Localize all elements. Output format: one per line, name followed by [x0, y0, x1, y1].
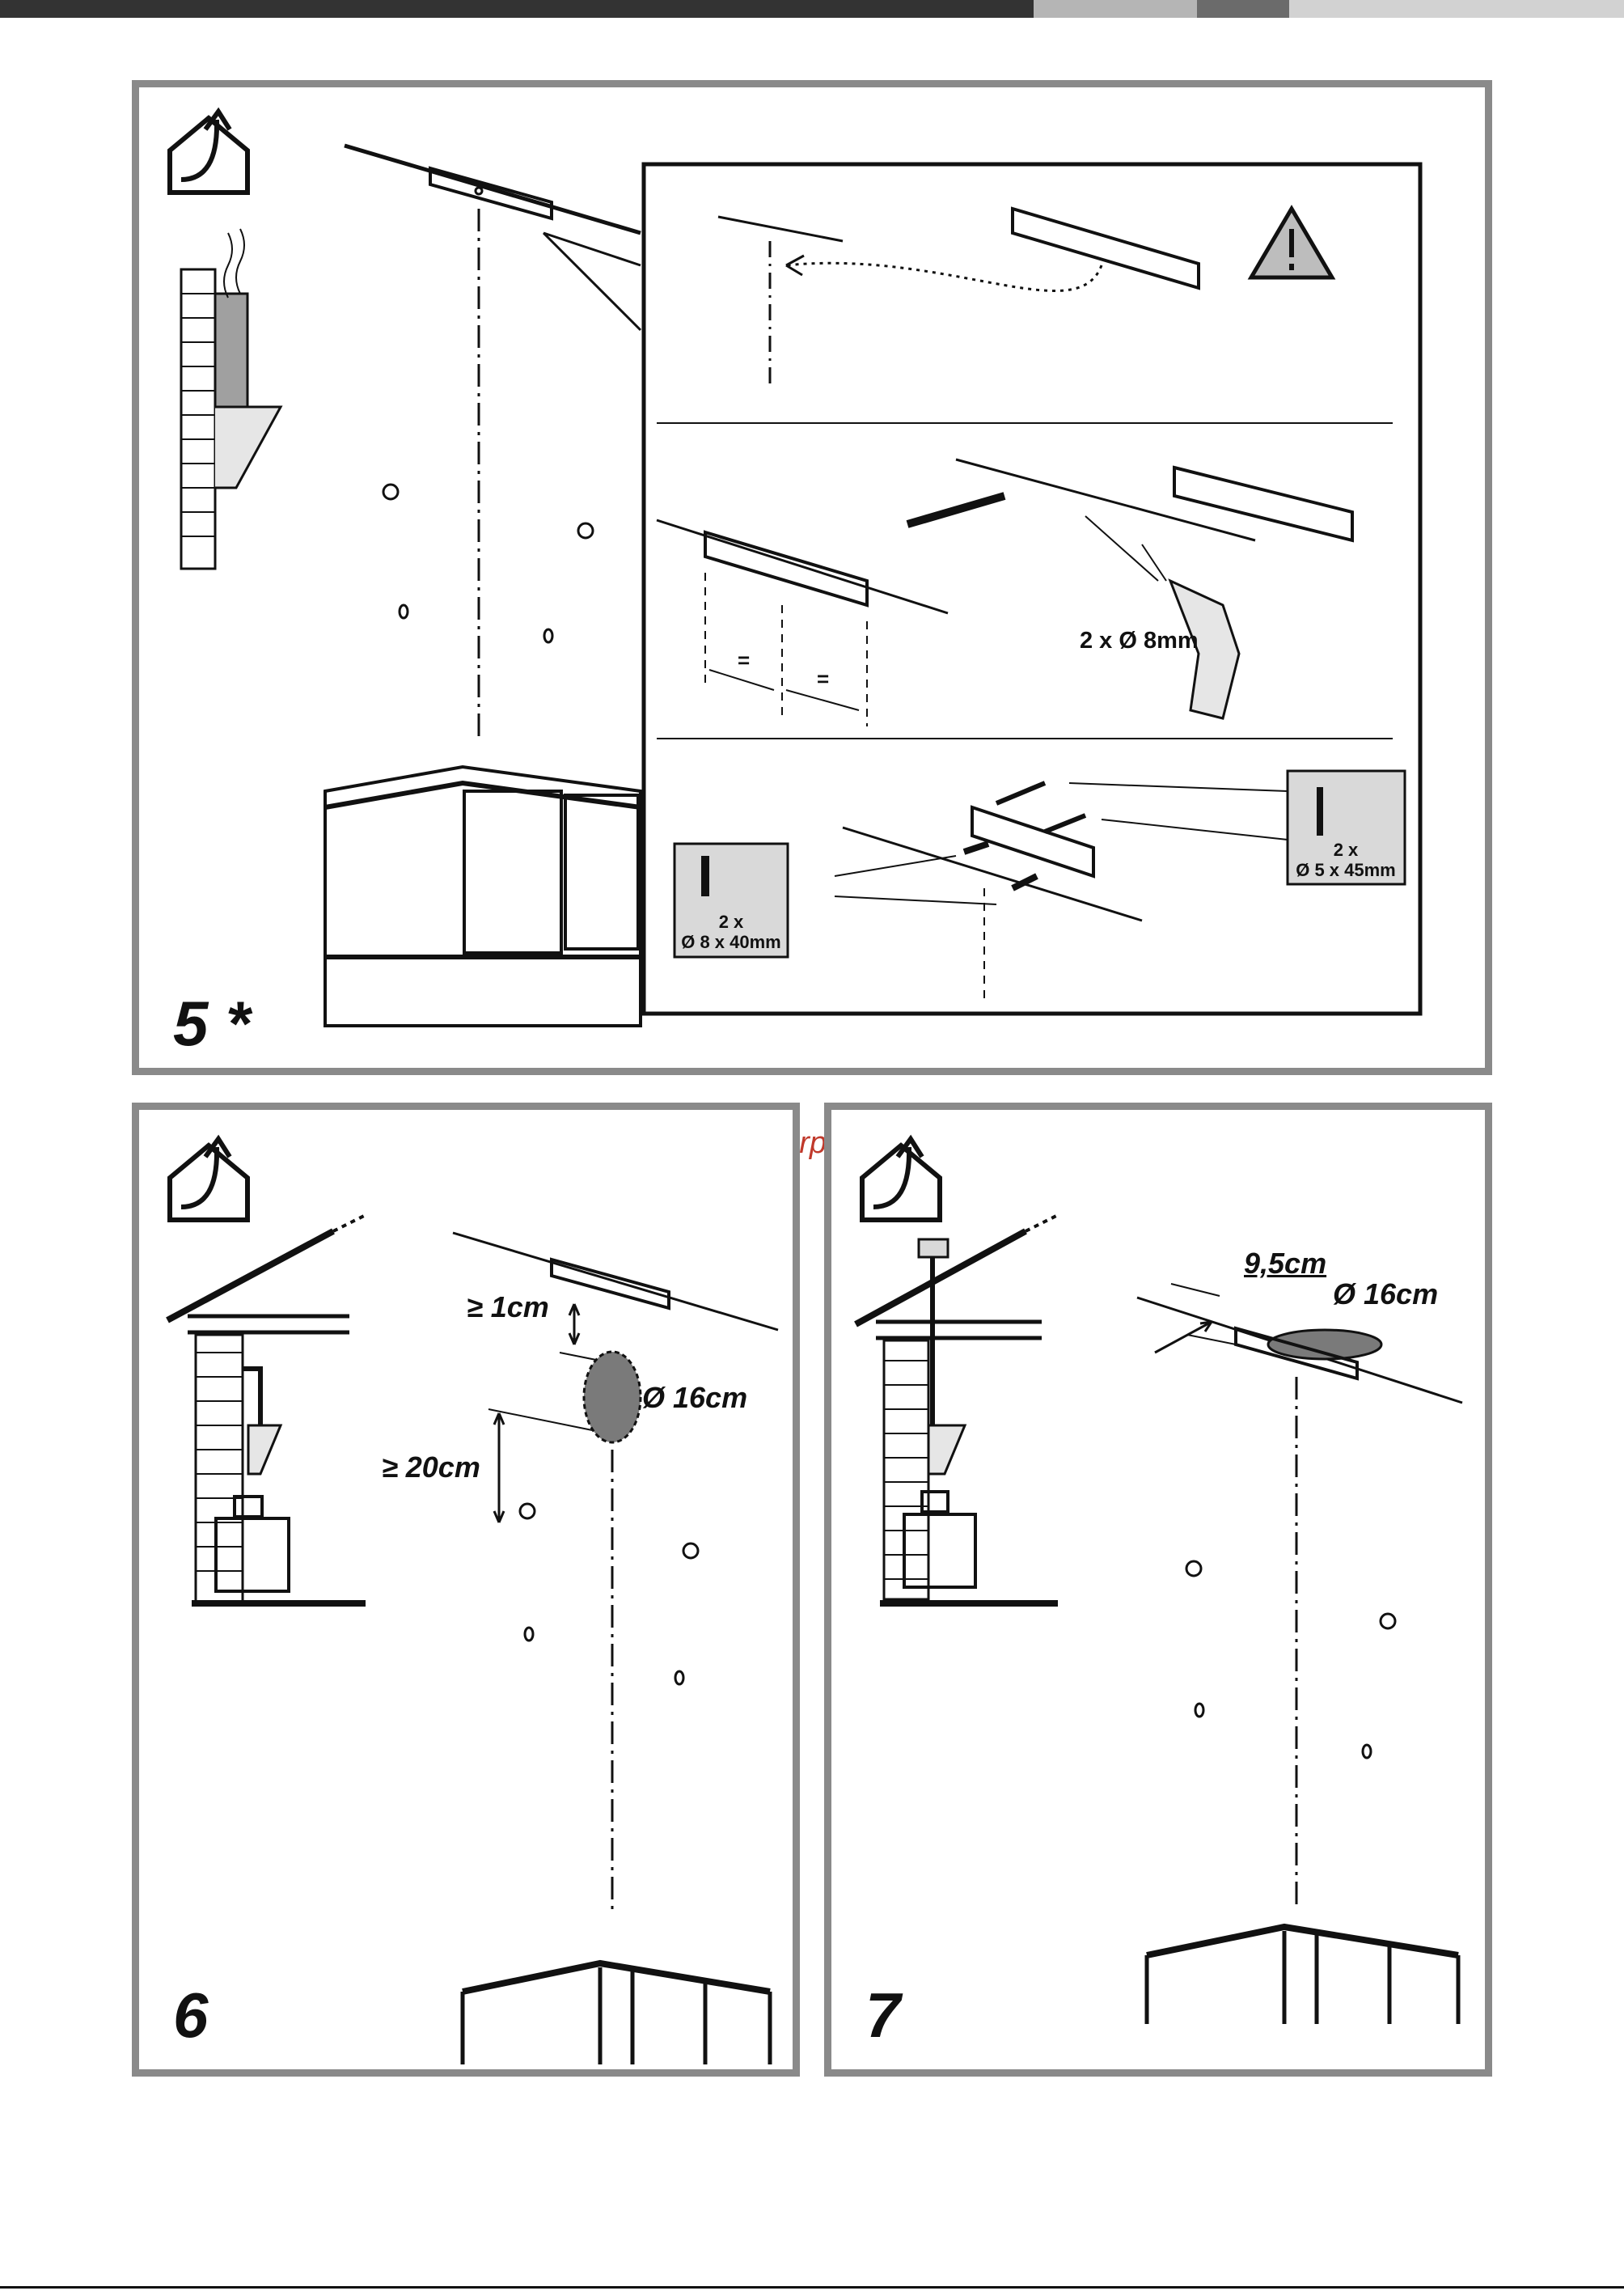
screw-count: 2 x [1285, 840, 1406, 860]
header-bar-segment-1 [1034, 0, 1197, 18]
duct-hole [584, 1352, 641, 1442]
house-section-sketch [856, 1215, 1058, 1603]
clearance-top-label: ≥ 1cm [467, 1293, 549, 1322]
plug-count: 2 x [672, 912, 790, 932]
offset-label: 9,5cm [1244, 1249, 1326, 1278]
header-color-bar [0, 0, 1624, 18]
detail-inset [644, 164, 1420, 1014]
house-duct-outlet-icon [170, 112, 247, 193]
equal-mark-right: = [817, 668, 829, 689]
drill-size-label: 2 x Ø 8mm [1080, 629, 1199, 653]
house-duct-outlet-icon [170, 1139, 247, 1220]
house-section-sketch [167, 1215, 366, 1603]
plug-box-label: 2 x Ø 8 x 40mm [672, 912, 790, 953]
clearance-hole-label: ≥ 20cm [382, 1453, 480, 1482]
house-duct-outlet-icon [862, 1139, 940, 1220]
panel-step-5: 2 x Ø 8mm = = 2 x Ø 5 x 45mm 2 x Ø 8 x 4… [132, 80, 1492, 1075]
kitchen-cabinet-sketch [325, 767, 641, 1026]
header-bar-segment-0 [0, 0, 1034, 18]
step-7-illustration [831, 1110, 1485, 2069]
kitchen-cabinet-sketch [1147, 1927, 1458, 2024]
hole-diameter-label: Ø 16cm [1333, 1280, 1438, 1309]
brick-wall-hood-sketch [181, 229, 281, 569]
step-number-6: 6 [173, 1984, 208, 2047]
hole-diameter-label: Ø 16cm [642, 1383, 747, 1412]
screw-box-label: 2 x Ø 5 x 45mm [1285, 840, 1406, 881]
footer-rule [0, 2286, 1624, 2289]
kitchen-cabinet-sketch [463, 1963, 770, 2064]
header-bar-segment-2 [1197, 0, 1289, 18]
step-6-illustration [139, 1110, 793, 2069]
step-5-illustration [139, 87, 1485, 1068]
screw-size: Ø 5 x 45mm [1285, 860, 1406, 880]
equal-mark-left: = [738, 650, 750, 671]
screw-marks [383, 485, 593, 642]
plug-size: Ø 8 x 40mm [672, 932, 790, 952]
step-number-7: 7 [865, 1984, 900, 2047]
header-bar-segment-3 [1289, 0, 1624, 18]
panel-step-6: ≥ 1cm Ø 16cm ≥ 20cm 6 [132, 1103, 800, 2077]
panel-step-7: 9,5cm Ø 16cm 7 [824, 1103, 1492, 2077]
step-number-5: 5 * [173, 992, 250, 1055]
